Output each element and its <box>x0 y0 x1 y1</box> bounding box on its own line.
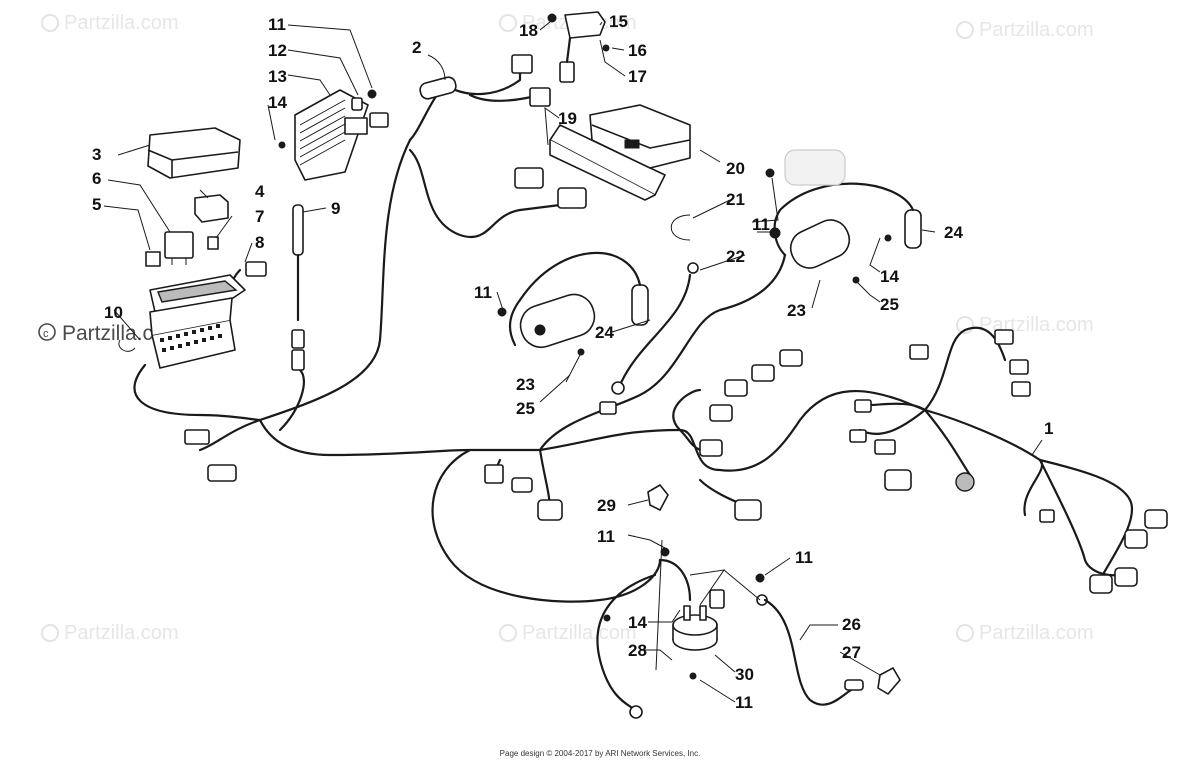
watermark-text: Partzilla.com <box>979 622 1093 644</box>
watermark-top-right: Partzilla.com <box>956 19 1093 41</box>
ecu-connectors <box>514 167 587 209</box>
callout-8: 8 <box>255 233 264 252</box>
callout-13: 13 <box>268 67 287 86</box>
ground-wire <box>611 262 699 395</box>
relay <box>194 194 229 223</box>
ecu-module <box>549 124 666 201</box>
svg-text:c: c <box>43 328 49 340</box>
hardware-nuts <box>603 547 670 622</box>
callout-16: 16 <box>628 41 647 60</box>
harness-connectors <box>184 329 1168 594</box>
callout-25: 25 <box>516 399 535 418</box>
callout-23: 23 <box>787 301 806 320</box>
callout-23: 23 <box>516 375 535 394</box>
callout-27: 27 <box>842 643 861 662</box>
connector-2 <box>419 54 551 107</box>
terminal-boot-29 <box>647 484 669 511</box>
fuse-box <box>118 261 267 369</box>
callout-11: 11 <box>268 15 286 34</box>
callout-11: 11 <box>752 215 770 234</box>
callout-19: 19 <box>558 109 577 128</box>
callout-21: 21 <box>726 190 745 209</box>
callout-7: 7 <box>255 207 264 226</box>
watermarks: Partzilla.com Partzilla.com Partzilla.co… <box>38 12 1093 644</box>
callout-17: 17 <box>628 67 647 86</box>
callout-11: 11 <box>597 527 615 546</box>
watermark-mid-right: Partzilla.com <box>956 314 1093 336</box>
footer-copyright: Page design © 2004-2017 by ARI Network S… <box>500 749 701 758</box>
callout-30: 30 <box>735 665 754 684</box>
callout-2: 2 <box>412 38 421 57</box>
relay-small <box>164 231 194 265</box>
callout-14: 14 <box>268 93 287 112</box>
leader-lines <box>103 21 1043 703</box>
callout-10: 10 <box>104 303 123 322</box>
sensor-bracket <box>547 11 610 83</box>
ignition-coil-left <box>497 293 596 356</box>
clamp <box>670 214 691 241</box>
callout-4: 4 <box>255 182 265 201</box>
callout-28: 28 <box>628 641 647 660</box>
callout-9: 9 <box>331 199 340 218</box>
callout-29: 29 <box>597 496 616 515</box>
battery-cable <box>755 573 901 706</box>
watermark-text: Partzilla.com <box>64 12 178 34</box>
control-module <box>589 104 691 169</box>
callout-5: 5 <box>92 195 101 214</box>
watermark-bottom-mid: Partzilla.com <box>499 622 636 644</box>
callout-18: 18 <box>519 21 538 40</box>
ignition-coil-right <box>765 149 892 284</box>
callout-11: 11 <box>735 693 753 712</box>
voltage-regulator <box>278 89 389 181</box>
callout-26: 26 <box>842 615 861 634</box>
watermark-top-left: Partzilla.com <box>41 12 178 34</box>
callout-20: 20 <box>726 159 745 178</box>
watermark-text: Partzilla.com <box>979 19 1093 41</box>
callout-11: 11 <box>795 548 813 567</box>
callout-3: 3 <box>92 145 101 164</box>
callout-24: 24 <box>595 323 614 342</box>
callout-15: 15 <box>609 12 628 31</box>
callout-22: 22 <box>726 247 745 266</box>
fuse-small <box>207 236 219 250</box>
callouts: 1 2 3 4 5 6 7 8 9 10 11 11 11 11 11 11 1… <box>92 12 1053 712</box>
watermark-text: Partzilla.com <box>522 622 636 644</box>
callout-14: 14 <box>880 267 899 286</box>
watermark-bottom-right: Partzilla.com <box>956 622 1093 644</box>
fuse <box>145 251 161 267</box>
callout-1: 1 <box>1044 419 1053 438</box>
callout-11: 11 <box>474 283 492 302</box>
callout-24: 24 <box>944 223 963 242</box>
oxygen-sensor <box>291 204 305 371</box>
callout-14: 14 <box>628 613 647 632</box>
watermark-text: Partzilla.com <box>64 622 178 644</box>
spark-plug-cap-left <box>508 252 649 347</box>
fuse-box-cover <box>147 127 241 179</box>
callout-25: 25 <box>880 295 899 314</box>
starter-solenoid <box>596 558 725 719</box>
callout-6: 6 <box>92 169 101 188</box>
watermark-bottom-left: Partzilla.com <box>41 622 178 644</box>
callout-12: 12 <box>268 41 287 60</box>
